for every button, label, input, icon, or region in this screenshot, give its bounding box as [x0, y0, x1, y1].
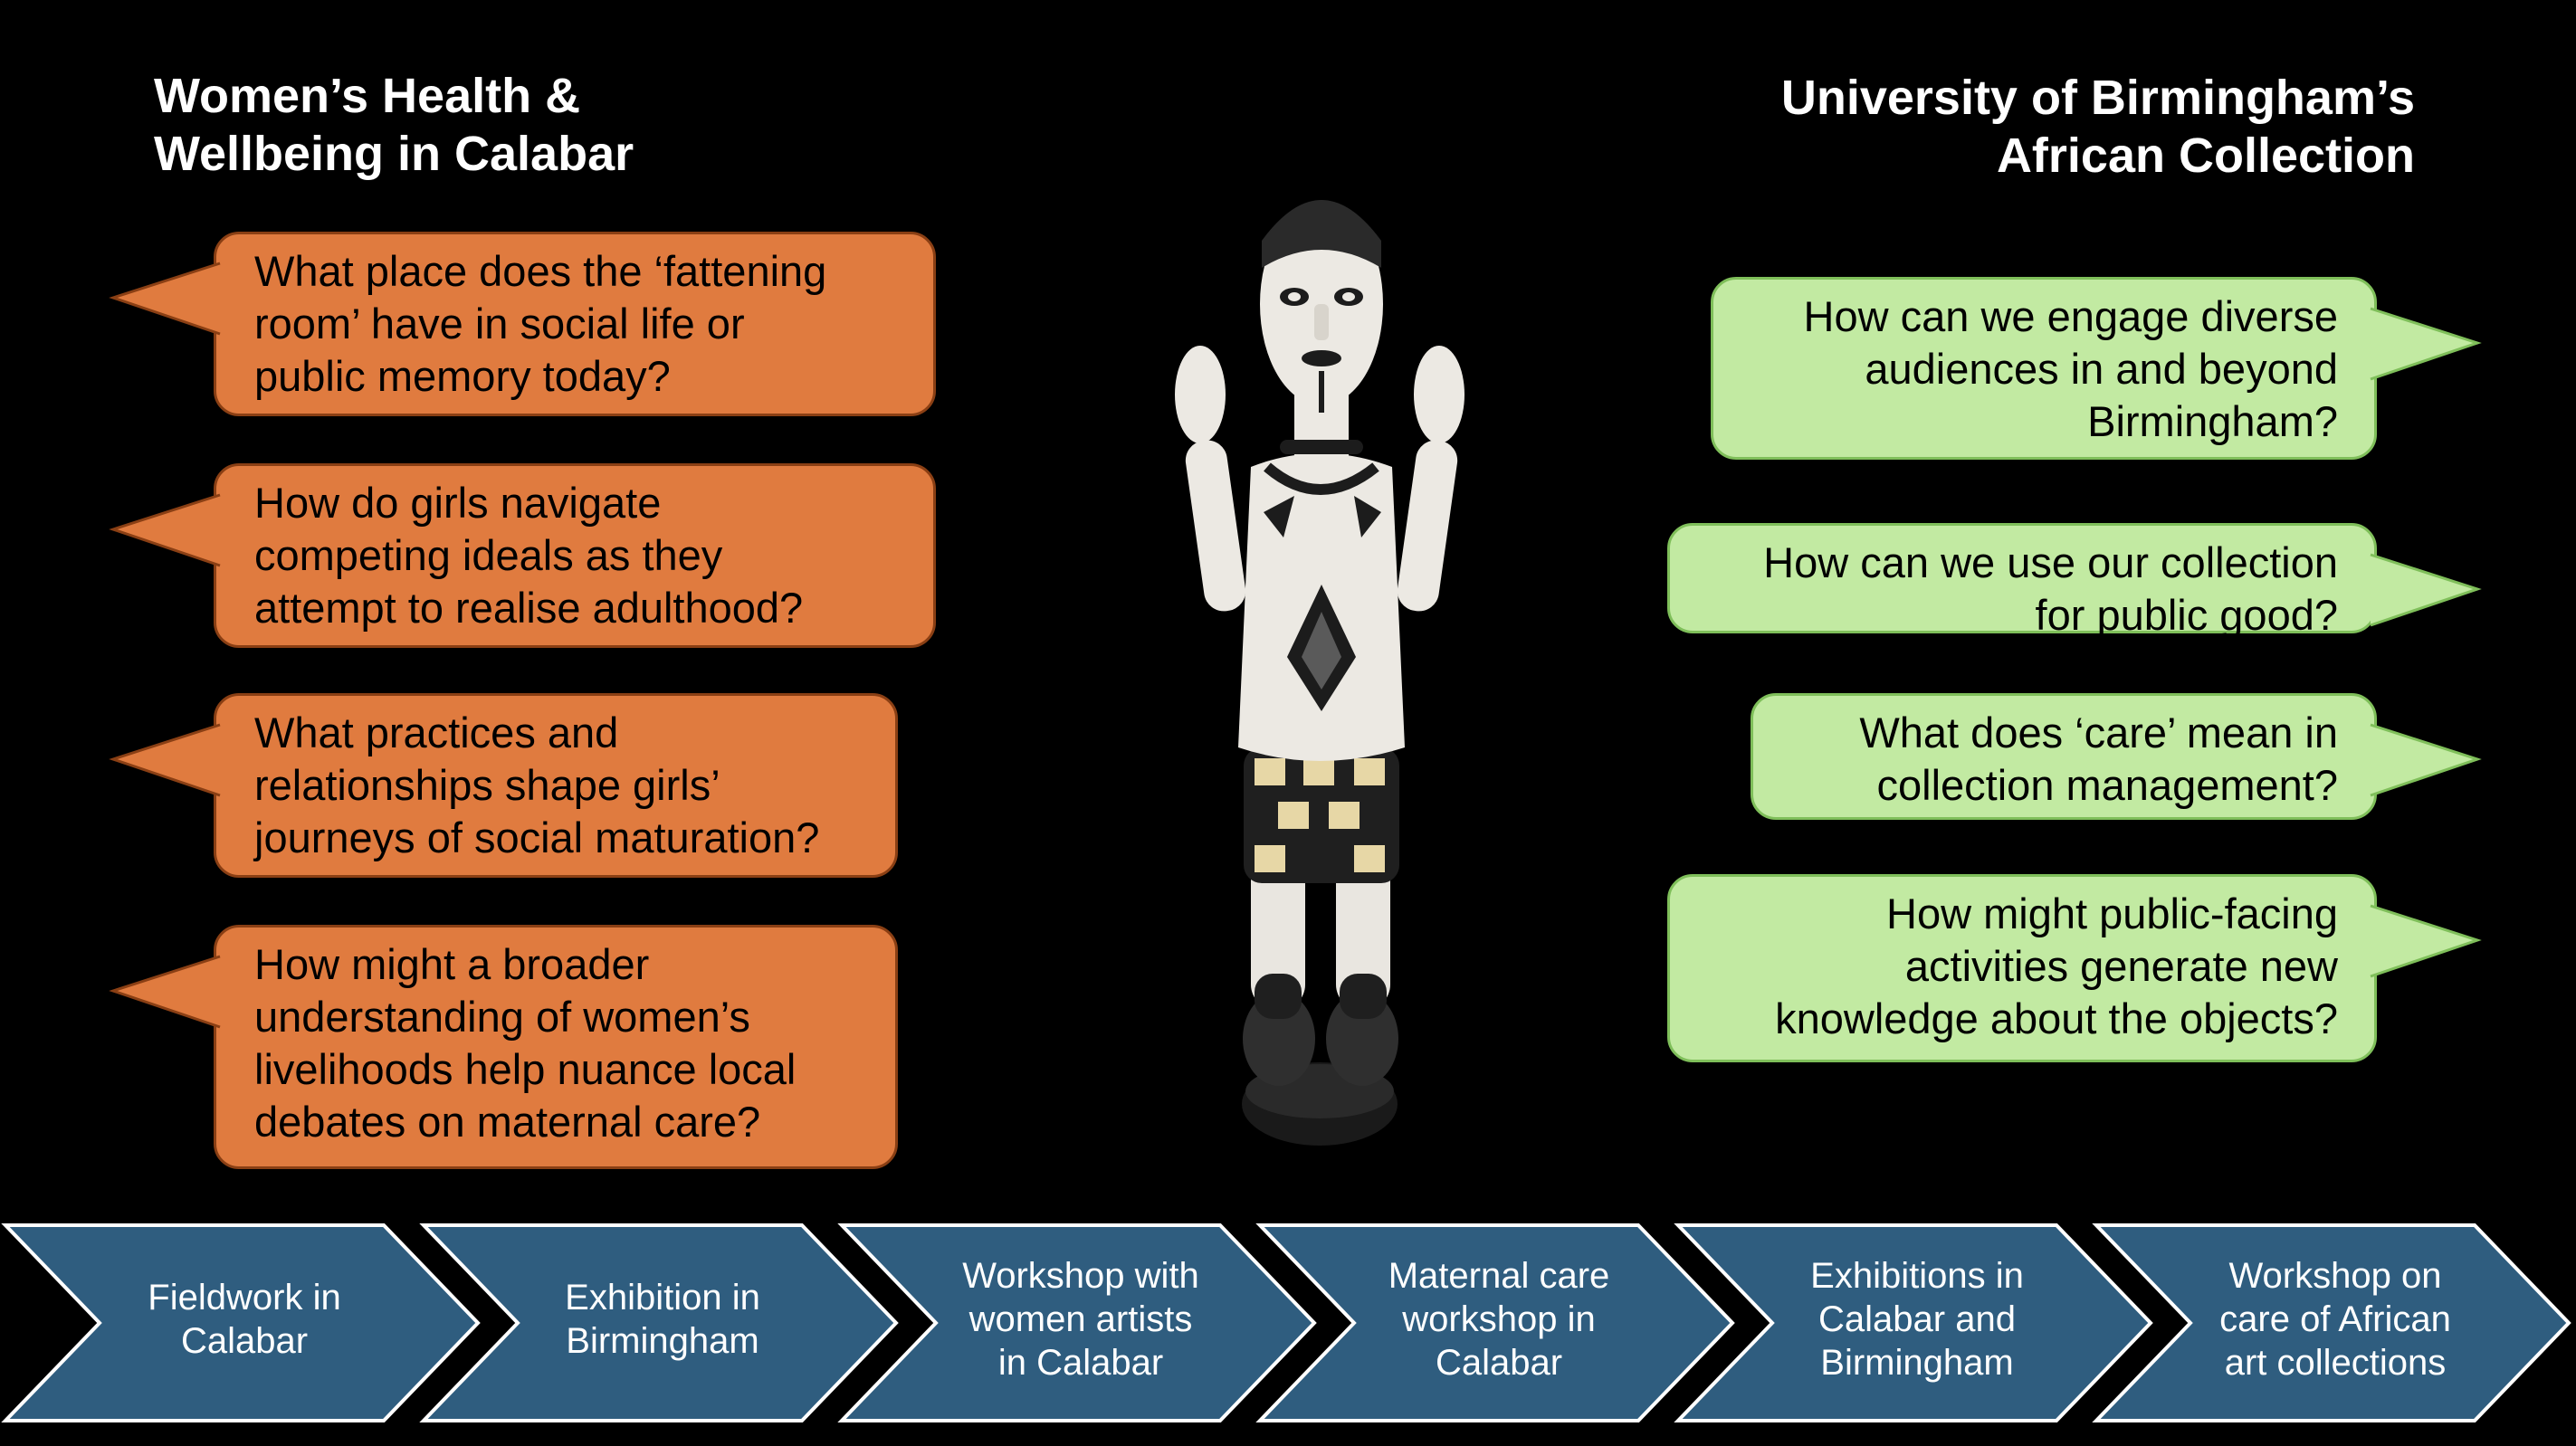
question-line: Birmingham? — [2087, 397, 2338, 445]
question-line: What does ‘care’ mean in — [1859, 709, 2338, 756]
timeline-step-line: Calabar — [180, 1321, 309, 1361]
left-question-bubble: How do girls navigate competing ideals a… — [109, 463, 936, 648]
question-line: How can we engage diverse — [1803, 292, 2338, 340]
right-question-bubble: How can we engage diverse audiences in a… — [1711, 277, 2482, 460]
speech-tail-icon — [109, 723, 221, 797]
timeline-step-line: Birmingham — [1820, 1343, 2014, 1383]
question-line: relationships shape girls’ — [254, 761, 720, 809]
timeline-step-label: Fieldwork in Calabar — [100, 1222, 389, 1417]
question-line: audiences in and beyond — [1865, 345, 2338, 393]
timeline-step-shape — [1674, 1223, 2153, 1422]
timeline-step-label: Maternal care workshop in Calabar — [1354, 1222, 1644, 1417]
timeline-step-line: art collections — [2224, 1343, 2447, 1383]
question-line: livelihoods help nuance local — [254, 1045, 797, 1093]
timeline-step-line: in Calabar — [997, 1343, 1164, 1383]
speech-tail-icon — [2370, 904, 2482, 978]
speech-tail-icon — [2370, 553, 2482, 627]
question-line: How do girls navigate — [254, 479, 662, 527]
timeline-step-line: Fieldwork in — [148, 1278, 341, 1318]
timeline-step-shape — [1, 1223, 481, 1422]
question-line: activities generate new — [1904, 942, 2338, 990]
left-question-bubble: How might a broader understanding of wom… — [109, 925, 898, 1169]
timeline-step-line: Maternal care — [1388, 1256, 1610, 1296]
left-question-bubble: What practices and relationships shape g… — [109, 693, 898, 878]
question-line: How might a broader — [254, 940, 650, 988]
question-line: room’ have in social life or — [254, 300, 745, 347]
timeline-step-line: Exhibition in — [565, 1278, 760, 1318]
left-title-line: Wellbeing in Calabar — [154, 127, 634, 181]
question-line: attempt to realise adulthood? — [254, 584, 804, 632]
timeline-step-label: Workshop on care of African art collecti… — [2190, 1222, 2480, 1417]
question-line: public memory today? — [254, 352, 671, 400]
right-question-bubble: How can we use our collection for public… — [1667, 523, 2482, 639]
timeline-step-line: workshop in — [1402, 1299, 1596, 1339]
question-line: debates on maternal care? — [254, 1098, 761, 1146]
speech-tail-icon — [109, 955, 221, 1029]
timeline-step-line: Calabar and — [1818, 1299, 2016, 1339]
carved-figure-image — [1168, 168, 1475, 1155]
speech-tail-icon — [109, 262, 221, 336]
timeline-step-line: Workshop with — [962, 1256, 1199, 1296]
left-title-line: Women’s Health & — [154, 69, 581, 123]
timeline-step-line: care of African — [2219, 1299, 2451, 1339]
timeline-step-line: Calabar — [1435, 1343, 1563, 1383]
timeline-step-shape — [2092, 1223, 2571, 1422]
timeline-step-line: Exhibitions in — [1810, 1256, 2024, 1296]
question-line: for public good? — [2035, 591, 2338, 639]
left-question-bubble: What place does the ‘fattening room’ hav… — [109, 232, 936, 416]
question-line: competing ideals as they — [254, 531, 723, 579]
right-title-line: University of Birmingham’s — [1780, 71, 2415, 125]
speech-tail-icon — [2370, 307, 2482, 381]
timeline-step-shape — [837, 1223, 1317, 1422]
timeline-step-line: women artists — [968, 1299, 1193, 1339]
timeline-step-shape — [419, 1223, 899, 1422]
timeline-step-shape — [1255, 1223, 1735, 1422]
question-line: journeys of social maturation? — [254, 813, 820, 861]
right-title: University of Birmingham’s African Colle… — [1781, 69, 2415, 185]
timeline-step-label: Exhibition in Birmingham — [518, 1222, 807, 1417]
timeline-step-label: Workshop with women artists in Calabar — [936, 1222, 1226, 1417]
right-title-line: African Collection — [1996, 128, 2415, 183]
timeline-step-label: Exhibitions in Calabar and Birmingham — [1772, 1222, 2062, 1417]
question-line: What place does the ‘fattening — [254, 247, 827, 295]
carved-figure-icon — [1175, 200, 1465, 1146]
left-title: Women’s Health & Wellbeing in Calabar — [154, 67, 634, 183]
speech-tail-icon — [2370, 723, 2482, 797]
question-line: What practices and — [254, 709, 619, 756]
question-line: How can we use our collection — [1763, 538, 2338, 586]
timeline-step-line: Workshop on — [2228, 1256, 2442, 1296]
timeline-step-line: Birmingham — [566, 1321, 759, 1361]
timeline-chevrons — [1, 1223, 2571, 1422]
question-line: understanding of women’s — [254, 993, 750, 1041]
question-line: collection management? — [1876, 761, 2338, 809]
question-line: How might public-facing — [1886, 889, 2338, 937]
question-line: knowledge about the objects? — [1775, 994, 2338, 1042]
speech-tail-icon — [109, 493, 221, 567]
right-question-bubble: What does ‘care’ mean in collection mana… — [1751, 693, 2482, 820]
right-question-bubble: How might public-facing activities gener… — [1667, 874, 2482, 1062]
